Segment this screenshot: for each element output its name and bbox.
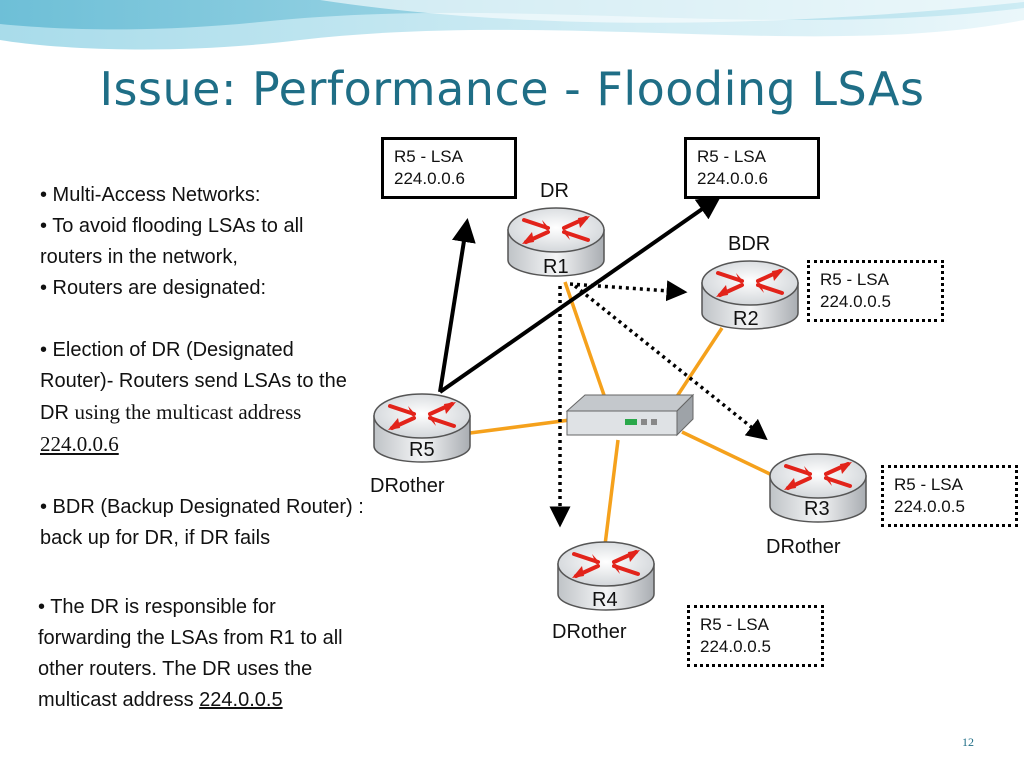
bullet-4-text: • Election of DR (Designated Router)- Ro… [40,339,347,424]
bullet-6-address: 224.0.0.5 [199,689,283,711]
slide-title: Issue: Performance - Flooding LSAs [99,62,925,116]
r1-role-label: DR [540,180,569,202]
lsa-box-line1: R5 - LSA [894,475,963,494]
bullet-2: • To avoid flooding LSAs to all routers … [40,215,304,268]
r5-name-label: R5 [409,439,435,461]
lsa-box-line1: R5 - LSA [394,147,463,166]
bullet-4-address: 224.0.0.6 [40,432,119,456]
bullet-3: • Routers are designated: [40,277,267,299]
r4-name-label: R4 [592,589,618,611]
lsa-box-dr-1: R5 - LSA 224.0.0.6 [381,137,517,199]
lsa-box-line1: R5 - LSA [700,615,769,634]
bullet-4: • Election of DR (Designated Router)- Ro… [40,335,370,461]
lsa-box-line2: 224.0.0.6 [394,169,465,188]
bullet-5: • BDR (Backup Designated Router) : back … [40,496,364,549]
bullet-4-serif: using the multicast address [74,400,302,424]
lsa-box-line2: 224.0.0.5 [894,497,965,516]
lsa-box-r4: R5 - LSA 224.0.0.5 [687,605,824,667]
r3-role-label: DRother [766,536,841,558]
lsa-box-line2: 224.0.0.5 [820,292,891,311]
lsa-box-line1: R5 - LSA [820,270,889,289]
bullet-1: • Multi-Access Networks: [40,184,261,206]
lsa-box-r2: R5 - LSA 224.0.0.5 [807,260,944,322]
lsa-box-line1: R5 - LSA [697,147,766,166]
r5-role-label: DRother [370,475,445,497]
lsa-box-line2: 224.0.0.5 [700,637,771,656]
switch [565,393,695,437]
bullet-6-text: • The DR is responsible for forwarding t… [38,596,343,711]
r2-role-label: BDR [728,233,771,255]
r2-name-label: R2 [733,308,759,330]
bullet-list: • Multi-Access Networks: • To avoid floo… [40,180,370,554]
bullet-list-2: • The DR is responsible for forwarding t… [38,592,373,716]
r3-name-label: R3 [804,498,830,520]
page-number: 12 [962,735,974,749]
bullet-6: • The DR is responsible for forwarding t… [38,592,373,716]
lsa-box-r3: R5 - LSA 224.0.0.5 [881,465,1018,527]
r4-role-label: DRother [552,621,627,643]
lsa-box-dr-2: R5 - LSA 224.0.0.6 [684,137,820,199]
r1-name-label: R1 [543,256,569,278]
lsa-box-line2: 224.0.0.6 [697,169,768,188]
